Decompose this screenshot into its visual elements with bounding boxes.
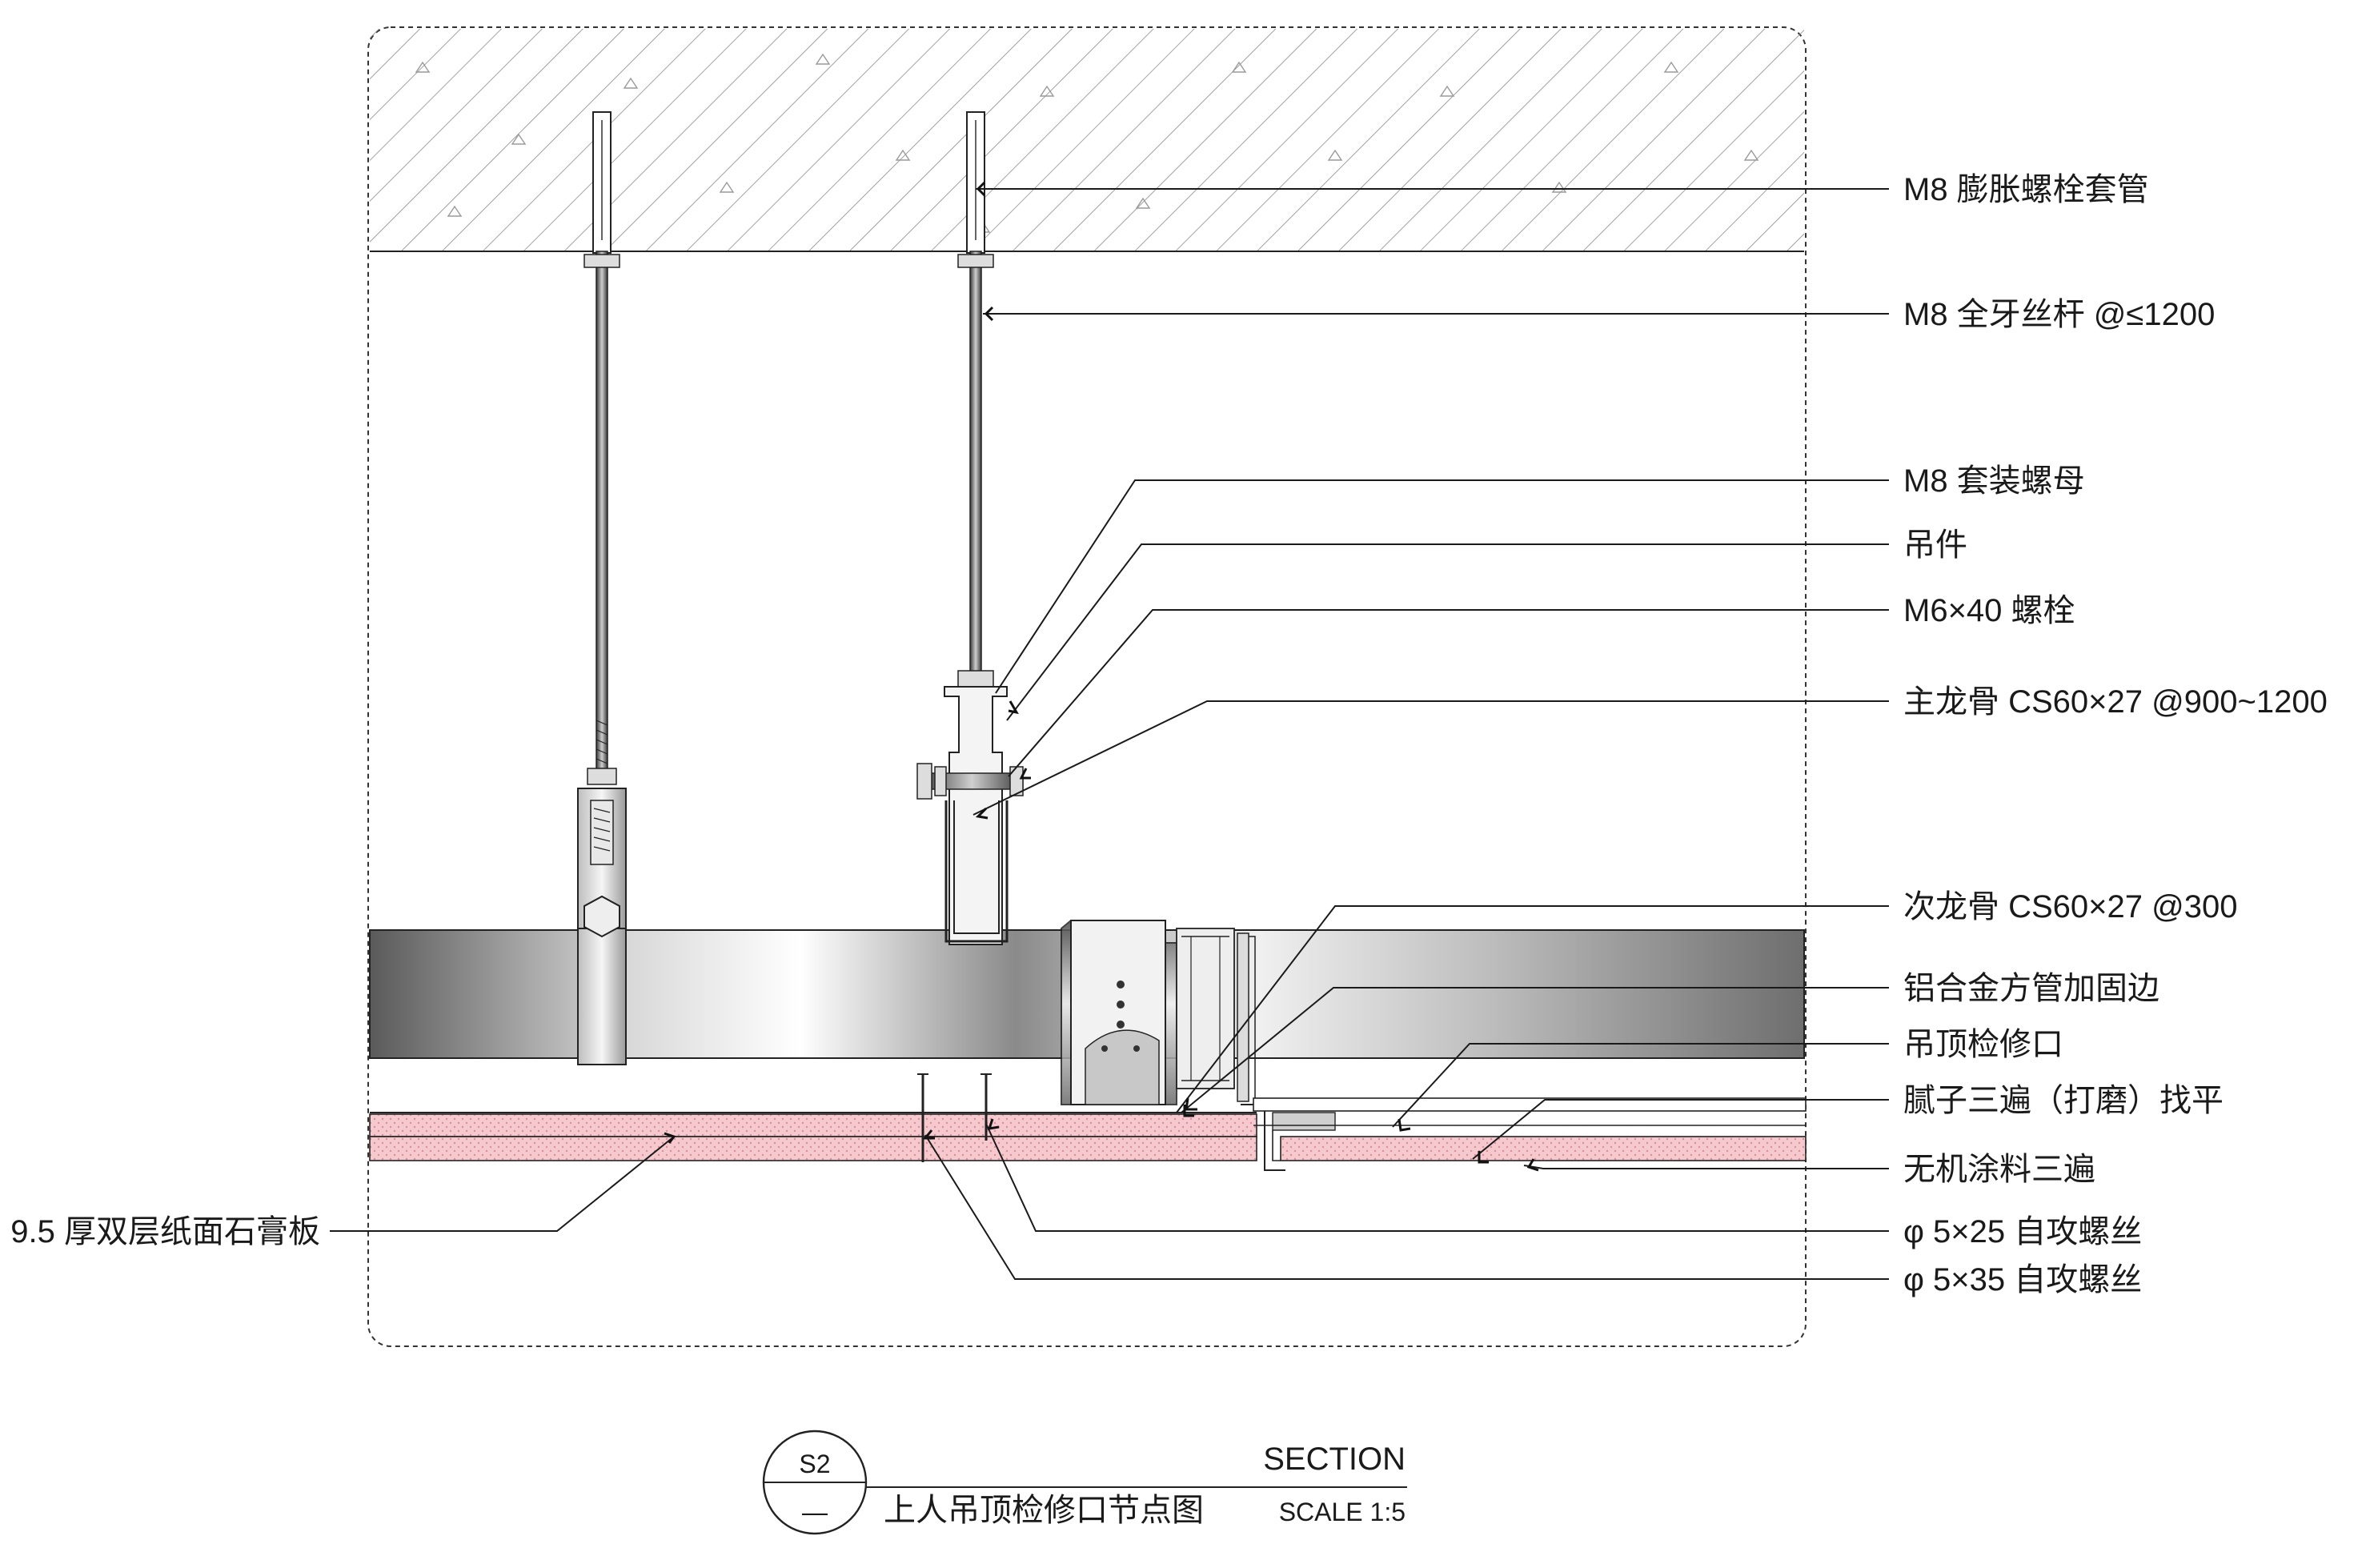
callout-labels: M8 膨胀螺栓套管 M8 全牙丝杆 @≤1200 M8 套装螺母 吊件 M6×4…: [10, 172, 2328, 1297]
section-label: SECTION: [1263, 1442, 1406, 1477]
label-putty: 腻子三遍（打磨）找平: [1903, 1083, 2224, 1118]
section-ref: S2: [799, 1450, 830, 1478]
self-tapping-screws: [917, 1073, 992, 1162]
label-bolt: M6×40 螺栓: [1903, 593, 2075, 628]
label-access: 吊顶检修口: [1903, 1027, 2063, 1062]
sheet-ref: —: [802, 1498, 828, 1526]
label-alu-edge: 铝合金方管加固边: [1903, 971, 2159, 1006]
concrete-slab: [370, 29, 1804, 252]
detail-frame: [367, 26, 1807, 1347]
label-sub-keel: 次龙骨 CS60×27 @300: [1903, 889, 2237, 924]
leader-arrows: [664, 181, 1539, 1172]
label-main-keel: 主龙骨 CS60×27 @900~1200: [1903, 684, 2328, 720]
label-coating: 无机涂料三遍: [1903, 1152, 2095, 1187]
label-screw25: φ 5×25 自攻螺丝: [1903, 1214, 2142, 1249]
label-screw35: φ 5×35 自攻螺丝: [1903, 1262, 2142, 1297]
label-sleeve: M8 膨胀螺栓套管: [1903, 172, 2149, 207]
title-block: S2 — SECTION 上人吊顶检修口节点图 SCALE 1:5: [762, 1430, 1407, 1535]
label-rod: M8 全牙丝杆 @≤1200: [1903, 297, 2215, 332]
right-hanger-assembly: [916, 111, 1024, 945]
scale-label: SCALE 1:5: [1279, 1498, 1406, 1526]
label-hanger: 吊件: [1903, 527, 1967, 563]
gypsum-board-left: [369, 1112, 1257, 1161]
leader-lines: [330, 188, 1889, 1280]
drawing-title: 上人吊顶检修口节点图: [884, 1493, 1204, 1528]
access-panel: [1241, 1097, 1807, 1171]
label-nut: M8 套装螺母: [1903, 463, 2085, 499]
label-gypsum: 9.5 厚双层纸面石膏板: [10, 1214, 320, 1249]
